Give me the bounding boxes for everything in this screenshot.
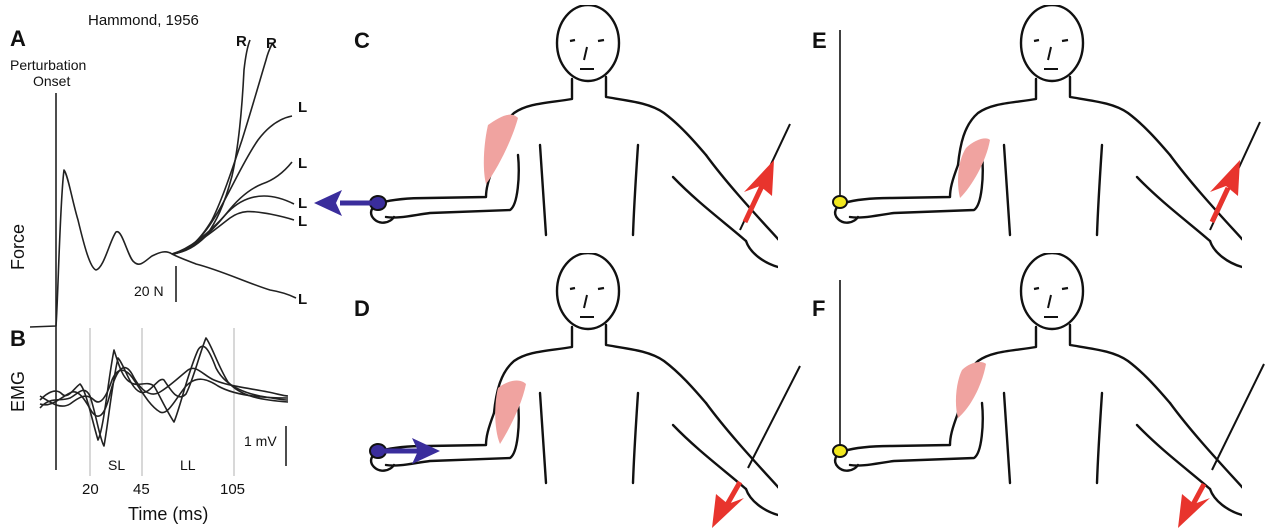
arrowhead-c (314, 190, 342, 216)
emg-axis-label: EMG (8, 371, 28, 412)
trace-label-l4: L (298, 213, 307, 230)
panel-e-label: E (812, 28, 827, 53)
panel-a-label: A (10, 26, 26, 51)
emg-traces (40, 338, 288, 446)
handle-e (833, 196, 847, 208)
panel-d-label: D (354, 296, 370, 321)
trace-label-r2: R (266, 35, 277, 52)
sl-label: SL (108, 457, 125, 473)
panel-c: C (314, 5, 797, 269)
biceps-muscle-e (958, 138, 990, 198)
panel-f-label: F (812, 296, 825, 321)
person-figure-e (835, 5, 1261, 269)
panel-ab: A Hammond, 1956 Perturbation Onset R R L… (8, 12, 307, 524)
tick-20: 20 (82, 481, 99, 498)
panel-e: E (812, 5, 1261, 269)
citation: Hammond, 1956 (88, 12, 199, 29)
person-figure-f (835, 253, 1261, 517)
panel-d: D (354, 253, 800, 528)
trace-label-l2: L (298, 155, 307, 172)
panel-b-label: B (10, 326, 26, 351)
trace-label-l5: L (298, 291, 307, 308)
time-axis-label: Time (ms) (128, 504, 208, 524)
tick-105: 105 (220, 481, 245, 498)
force-axis-label: Force (8, 224, 28, 270)
trace-label-l3: L (298, 195, 307, 212)
person-figure-d (371, 253, 797, 517)
panel-c-label: C (354, 28, 370, 53)
tick-45: 45 (133, 481, 150, 498)
onset-label-line2: Onset (33, 73, 70, 89)
handle-f (833, 445, 847, 457)
lever-f (1212, 364, 1264, 470)
person-figure-c (371, 5, 797, 269)
panel-f: F (812, 253, 1264, 528)
lever-d (748, 366, 800, 468)
onset-label-line1: Perturbation (10, 57, 86, 73)
handle-d (370, 444, 386, 458)
ll-label: LL (180, 457, 196, 473)
trace-label-r1: R (236, 33, 247, 50)
red-arrow-shaft-e (1212, 188, 1228, 222)
force-scale-label: 20 N (134, 283, 164, 299)
emg-scale-label: 1 mV (244, 433, 277, 449)
biceps-muscle-d (495, 381, 526, 444)
trace-label-l1: L (298, 99, 307, 116)
biceps-muscle-c (484, 115, 518, 184)
